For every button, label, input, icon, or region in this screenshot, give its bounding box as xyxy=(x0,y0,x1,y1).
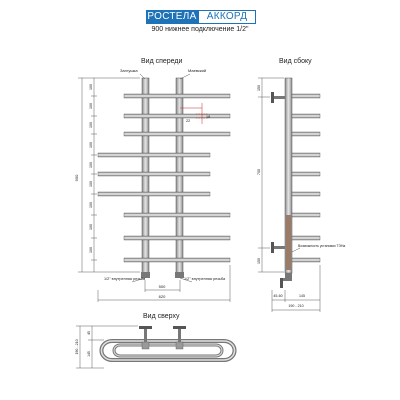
front-rail xyxy=(123,235,231,241)
rail-spacing-dim: 22 xyxy=(186,119,190,123)
top-left-dims xyxy=(76,325,138,369)
brand-logo-left: РОСТЕЛА xyxy=(146,10,198,24)
front-rail xyxy=(123,93,231,99)
tube-dia-dim: 18 xyxy=(206,115,210,119)
front-seg-dim: 100 xyxy=(89,162,93,168)
front-rail xyxy=(123,212,231,218)
side-elbow xyxy=(282,273,292,281)
thread-right-label: 1/2" внутренняя резьба xyxy=(184,277,226,281)
front-seg-dim: 100 xyxy=(89,181,93,187)
front-rail xyxy=(123,113,231,119)
thread-left-label: 1/2" внутренняя резьба xyxy=(104,277,146,281)
front-rails xyxy=(97,93,231,263)
wall-bracket-top xyxy=(273,96,285,99)
front-seg-dim: 100 xyxy=(89,84,93,90)
front-seg-dim: 100 xyxy=(89,202,93,208)
detail-dims xyxy=(180,103,208,124)
heater-label: Возможность установки ТЭНа xyxy=(298,244,345,248)
front-rail xyxy=(123,257,231,263)
front-rail xyxy=(97,171,211,177)
front-rail xyxy=(97,152,211,158)
side-mid-dim: 700 xyxy=(257,169,261,175)
side-bottom-dims xyxy=(271,265,321,312)
top-view: 190 - 210 45 145 xyxy=(75,325,237,369)
front-rail xyxy=(97,191,211,197)
front-seg-dim: 100 xyxy=(89,142,93,148)
brand-logo-right: АККОРД xyxy=(198,10,256,24)
top-a-dim: 45 xyxy=(87,331,91,335)
front-rail xyxy=(123,131,231,137)
mayevsky-label: Маевский xyxy=(188,68,206,73)
center-distance-dim: 500 xyxy=(159,284,166,289)
heater-insert xyxy=(286,215,291,270)
side-view-title: Вид сбоку xyxy=(279,58,312,65)
front-bottom-dims xyxy=(97,265,231,302)
front-left-dims xyxy=(78,77,140,273)
front-seg-dim: 100 xyxy=(89,122,93,128)
front-connector-left xyxy=(141,272,150,278)
page-subtitle: 900 нижнее подключение 1/2" xyxy=(151,26,249,33)
front-connector-right xyxy=(175,272,184,278)
side-offset-dim: 45-60 xyxy=(273,294,282,298)
top-total-dim: 190 - 210 xyxy=(75,339,79,354)
total-width-dim: 620 xyxy=(159,294,166,299)
top-view-title: Вид сверху xyxy=(143,313,180,320)
top-bracket-right xyxy=(178,328,181,342)
front-view: Заглушка Маевский 22 18 900 1 xyxy=(74,68,231,302)
plug-label: Заглушка xyxy=(120,68,138,73)
side-bottom-dim: 150 xyxy=(257,258,261,264)
side-depth-dim: 145 xyxy=(299,294,305,298)
front-seg-dim: 100 xyxy=(89,103,93,109)
top-bracket-left xyxy=(144,328,147,342)
side-total-dim: 190 - 210 xyxy=(288,304,303,308)
top-b-dim: 145 xyxy=(87,351,91,357)
side-rails xyxy=(291,93,321,263)
side-left-dims xyxy=(258,77,284,273)
side-top-dim: 150 xyxy=(257,85,261,91)
front-view-title: Вид спереди xyxy=(141,58,183,65)
front-height-dim: 900 xyxy=(74,174,79,181)
wall-bracket-bottom xyxy=(273,246,285,249)
side-view: 150 700 150 Возможность установки ТЭНа 4… xyxy=(257,77,345,312)
front-seg-dim: 100 xyxy=(89,224,93,230)
top-inner-loop xyxy=(112,343,224,358)
front-seg-dim: 100 xyxy=(89,247,93,253)
